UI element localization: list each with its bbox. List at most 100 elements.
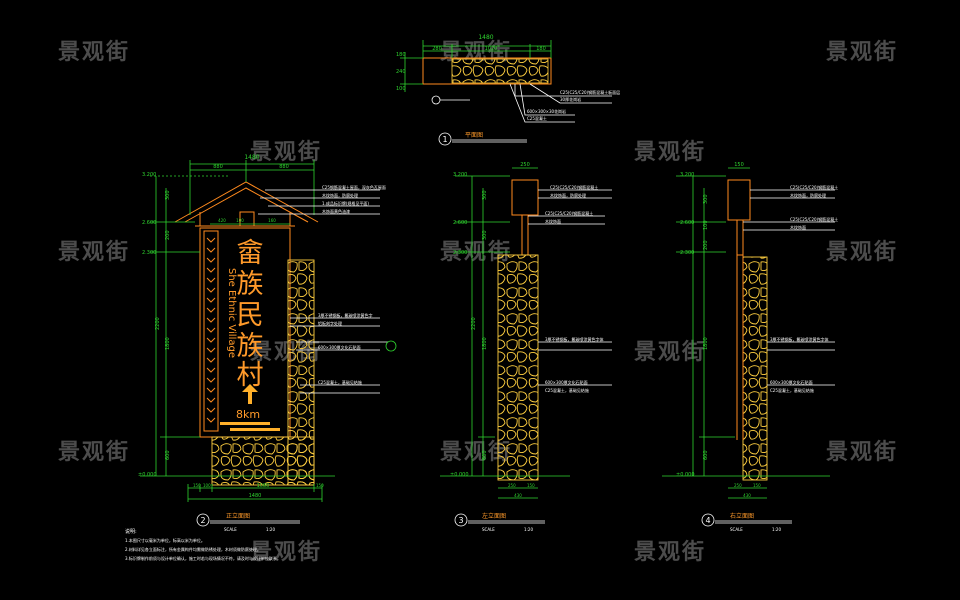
sign-char: 族 [237, 331, 264, 362]
level-label: ±0.000 [450, 472, 469, 478]
plan-dim: 1480 [478, 34, 493, 41]
callout: C25混凝土，基础见结施 [545, 387, 589, 393]
dim-label: 600 [703, 450, 709, 460]
scale-ratio: 1:20 [266, 527, 275, 532]
dim-label: 250 [520, 162, 530, 168]
scale-label: SCALE [482, 527, 495, 532]
callout: C25混凝土，基础见结施 [318, 379, 362, 385]
dim-label: 300 [482, 230, 488, 240]
left-elevation: 3.200 2.600 2.300 ±0.000 300 300 2200 18… [440, 162, 612, 532]
dim-label: 1800 [482, 337, 488, 350]
callout: 木纹饰面 [790, 224, 806, 230]
dim-label: 200 [703, 240, 709, 250]
dim-label: 1480 [244, 154, 259, 161]
watermark: 景观街 [250, 140, 323, 165]
callout: C25(C25/C20)钢筋混凝土 [550, 184, 598, 190]
watermark: 景观街 [250, 540, 323, 565]
watermark: 景观街 [826, 40, 899, 65]
level-label: ±0.000 [676, 472, 695, 478]
sign-char: 民 [237, 300, 264, 331]
dim-label: 1800 [165, 337, 171, 350]
level-label: 2.600 [142, 220, 156, 226]
scale-label: SCALE [730, 527, 743, 532]
sign-distance: 8km [236, 408, 260, 421]
callout: 木饰面黄色油漆 [322, 208, 350, 214]
notes-line: 2.材料详见各立面标注，所有金属构件均需做防锈处理，木材须做防腐处理。 [125, 546, 261, 552]
watermark: 景观街 [58, 40, 131, 65]
callout: 木纹饰面，防腐处理 [790, 192, 826, 198]
scale-label: SCALE [224, 527, 237, 532]
plan-view: 1480 280 1020 180 180 240 100 C25(C25/C2… [396, 34, 620, 146]
dim-label: 2200 [471, 317, 477, 330]
callout: 600×300厚文化石贴面 [770, 379, 813, 385]
callout: C25混凝土，基础见结施 [770, 387, 814, 393]
callout: C25(C25/C20)钢筋混凝土 [790, 216, 838, 222]
plan-note: 600×300×30花岗岩 [527, 108, 566, 114]
sign-char: 畲 [237, 238, 264, 269]
scale-ratio: 1:20 [524, 527, 533, 532]
dim-label: 1080 [257, 483, 270, 489]
level-label: 3.200 [680, 172, 694, 178]
plan-dim: 1020 [485, 46, 498, 52]
sign-char: 族 [237, 269, 264, 300]
view-index: 1 [442, 135, 447, 144]
dim-label: 420 [218, 218, 226, 223]
dim-label: 150 [753, 483, 761, 488]
plan-note: C25混凝土 [527, 115, 547, 121]
level-label: 2.300 [142, 250, 156, 256]
view-title: 左立面图 [482, 512, 506, 520]
view-index: 2 [200, 516, 205, 525]
dim-label: 300 [165, 190, 171, 200]
plan-side-dim: 100 [396, 86, 406, 92]
notes-heading: 说明: [125, 528, 137, 535]
plan-dim: 280 [432, 46, 442, 52]
level-label: ±0.000 [138, 472, 157, 478]
dim-label: 1800 [703, 337, 709, 350]
watermark: 景观街 [634, 340, 707, 365]
general-notes: 说明: 1.本图尺寸以毫米为单位，标高以米为单位。 2.材料详见各立面标注，所有… [125, 528, 281, 561]
dim-label: 150 [316, 483, 324, 488]
dim-label: 880 [213, 164, 223, 170]
callout: C25钢筋混凝土屋面，深灰色瓦屋面 [322, 184, 386, 190]
watermark: 景观街 [634, 140, 707, 165]
dim-label: 100 [703, 220, 709, 230]
arrow-up-icon [242, 384, 258, 404]
dim-label: 600 [165, 450, 171, 460]
dim-label: 1480 [249, 493, 262, 499]
callout: 600×300厚文化石贴面 [318, 344, 361, 350]
front-elevation: 畲 族 民 族 村 She Ethnic Village 8km 3.200 2… [138, 154, 397, 532]
callout: 3厚不锈钢板，氟碳喷涂黄色字体 [545, 336, 604, 342]
callout: 木纹饰面，防腐处理 [322, 192, 358, 198]
level-label: 3.200 [142, 172, 156, 178]
dim-label: 2200 [155, 317, 161, 330]
view-title: 平面图 [465, 132, 483, 139]
dim-label: 250 [508, 483, 516, 488]
plan-side-dim: 240 [396, 69, 406, 75]
dim-label: 200 [165, 230, 171, 240]
view-title: 正立面图 [226, 512, 250, 520]
level-label: 2.600 [680, 220, 694, 226]
dim-label: 250 [734, 483, 742, 488]
plan-side-dim: 180 [396, 52, 406, 58]
view-index: 3 [458, 516, 463, 525]
scale-ratio: 1:20 [772, 527, 781, 532]
callout: 3厚不锈钢板，氟碳喷涂黄色字体 [770, 336, 829, 342]
dim-label: 100 [203, 483, 211, 488]
callout: 木纹饰面，防腐处理 [550, 192, 586, 198]
view-index: 4 [705, 516, 710, 525]
dim-label: 880 [279, 164, 289, 170]
view-title: 右立面图 [730, 512, 754, 520]
callout: C25(C25/C20)钢筋混凝土 [790, 184, 838, 190]
sign-english: She Ethnic Village [226, 268, 237, 358]
dim-label: 300 [703, 194, 709, 204]
right-elevation: 3.200 2.600 2.300 ±0.000 300 100 200 180… [662, 162, 838, 532]
callout: 3厚不锈钢板，氟碳喷涂黄色字 [318, 312, 373, 318]
dim-label: 160 [268, 218, 276, 223]
watermark: 景观街 [58, 440, 131, 465]
callout: C25(C25/C20)钢筋混凝土 [545, 210, 593, 216]
plan-note: C25(C25/C20)钢筋混凝土板面层 [560, 89, 620, 95]
callout: 1.成品标识牌(规格见平面) [322, 200, 369, 206]
watermark: 景观街 [826, 440, 899, 465]
dim-label: 430 [514, 493, 522, 498]
dim-label: 100 [236, 218, 244, 223]
